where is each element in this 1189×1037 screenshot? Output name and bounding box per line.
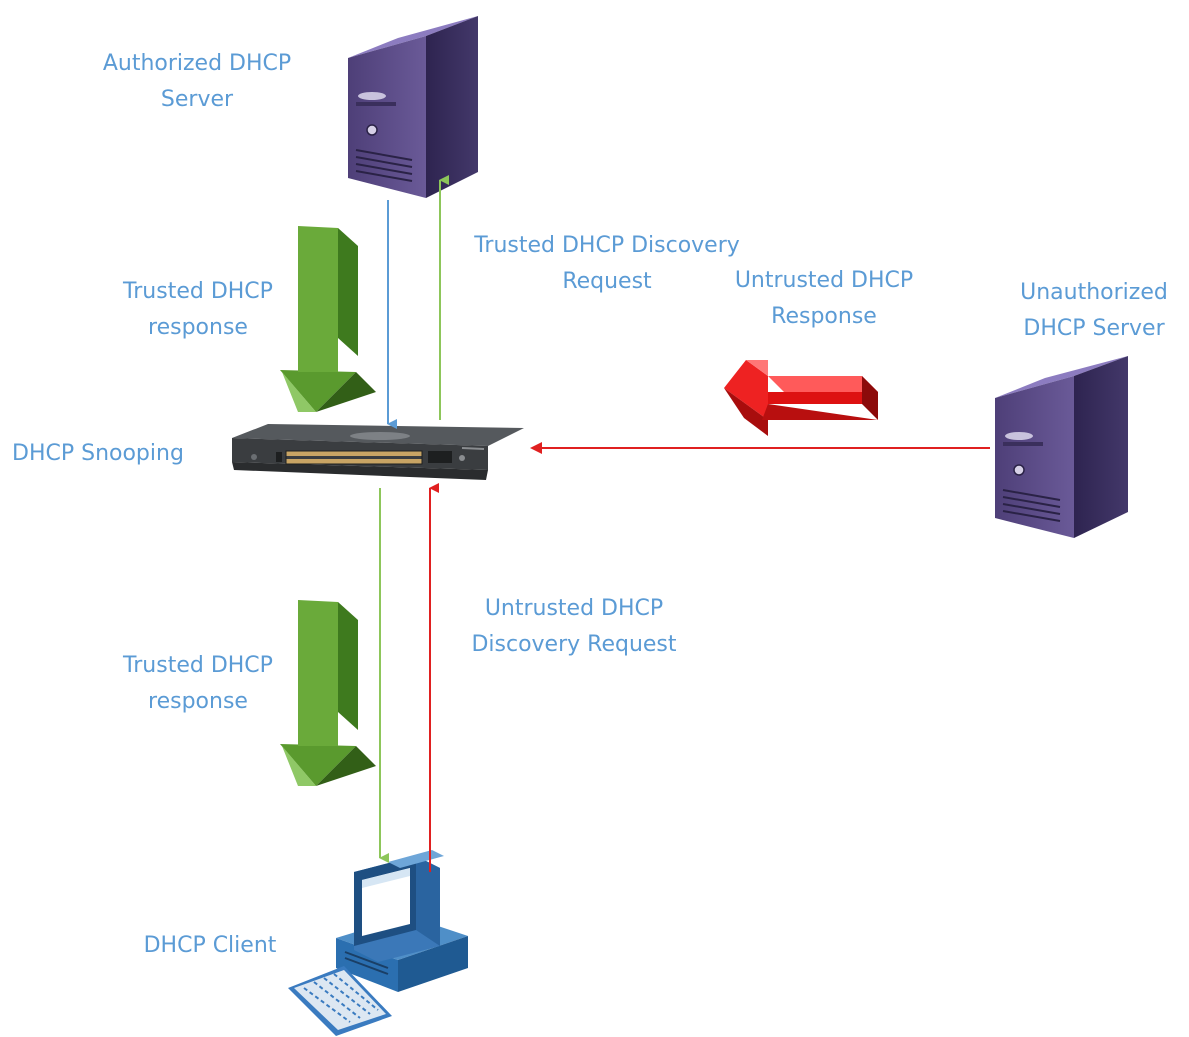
trusted-response-top-line1: Trusted DHCP xyxy=(123,279,273,304)
authorized-server-icon xyxy=(348,16,478,198)
trusted-discovery-line1: Trusted DHCP Discovery xyxy=(474,233,740,258)
untrusted-response-label: Untrusted DHCP Response xyxy=(714,263,934,335)
unauthorized-server-label-line1: Unauthorized xyxy=(1020,280,1168,305)
untrusted-response-line2: Response xyxy=(771,304,877,329)
trusted-response-arrow-top xyxy=(280,226,376,412)
authorized-server-label: Authorized DHCP Server xyxy=(72,46,322,118)
keyboard-icon xyxy=(288,966,392,1036)
dhcp-snooping-label: DHCP Snooping xyxy=(12,436,184,472)
unauthorized-server-icon xyxy=(995,356,1128,538)
trusted-response-arrow-bottom xyxy=(280,600,376,786)
trusted-discovery-label: Trusted DHCP Discovery Request xyxy=(452,228,762,300)
untrusted-discovery-label: Untrusted DHCP Discovery Request xyxy=(452,591,696,663)
trusted-response-label-top: Trusted DHCP response xyxy=(98,274,298,346)
untrusted-response-arrowhead xyxy=(530,442,542,454)
trusted-response-bottom-line1: Trusted DHCP xyxy=(123,653,273,678)
dhcp-client-label-text: DHCP Client xyxy=(143,933,277,958)
switch-ports xyxy=(251,450,465,465)
trusted-discovery-line2: Request xyxy=(562,269,652,294)
dhcp-client-label: DHCP Client xyxy=(120,928,300,964)
untrusted-response-arrow xyxy=(724,360,878,436)
unauthorized-server-label: Unauthorized DHCP Server xyxy=(988,275,1189,347)
untrusted-discovery-line2: Discovery Request xyxy=(471,632,677,657)
untrusted-response-line1: Untrusted DHCP xyxy=(734,268,914,293)
authorized-server-label-line2: Server xyxy=(160,87,234,112)
dhcp-client-computer-icon xyxy=(288,850,468,1036)
authorized-server-label-line1: Authorized DHCP xyxy=(102,51,292,76)
untrusted-discovery-line1: Untrusted DHCP xyxy=(484,596,664,621)
trusted-response-bottom-line2: response xyxy=(148,689,248,714)
network-switch-icon xyxy=(232,424,524,480)
trusted-response-top-line2: response xyxy=(148,315,248,340)
trusted-response-label-bottom: Trusted DHCP response xyxy=(98,648,298,720)
unauthorized-server-label-line2: DHCP Server xyxy=(1023,316,1165,341)
dhcp-snooping-label-text: DHCP Snooping xyxy=(12,441,184,466)
